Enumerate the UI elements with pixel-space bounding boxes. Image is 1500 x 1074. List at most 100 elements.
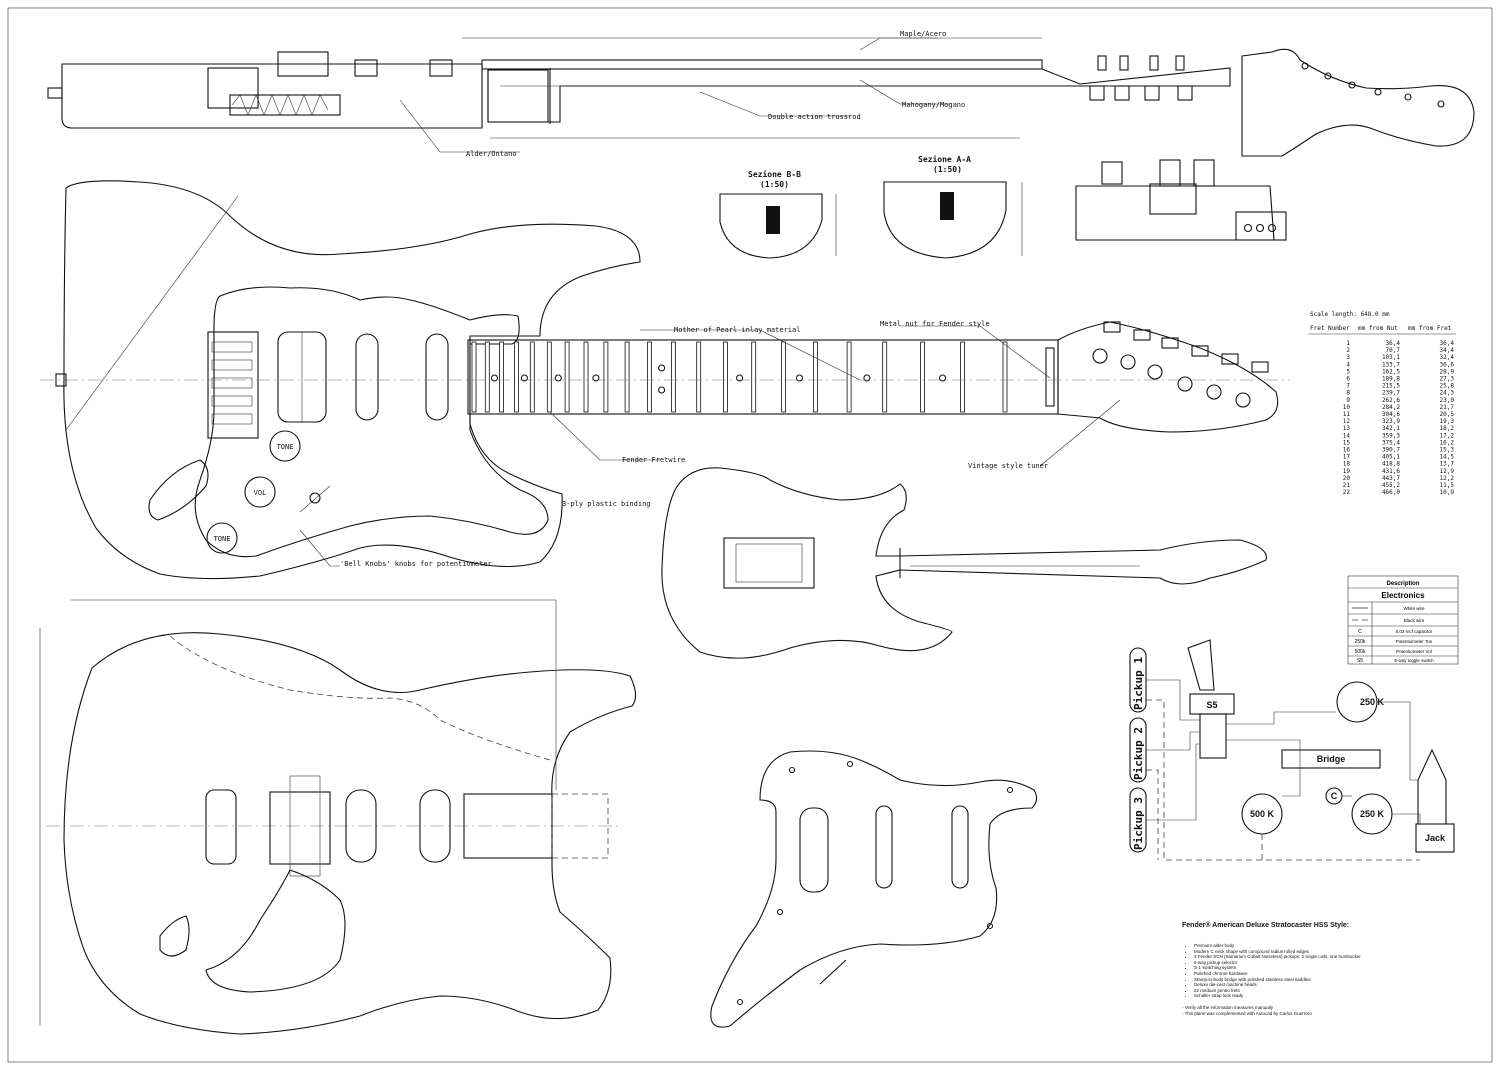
tone-knob-1 <box>269 430 301 462</box>
fret-table-cell: 189,8 <box>1382 376 1400 383</box>
fret-table-cell: 36,4 <box>1386 340 1401 347</box>
fret-table-cell: 11 <box>1343 411 1351 418</box>
fret-table-cell: 70,7 <box>1386 347 1401 354</box>
jack-label: Jack <box>1425 833 1446 843</box>
spec-item: Schaller strap lock ready <box>1194 993 1482 999</box>
section-bb-scale: (1:50) <box>760 180 789 189</box>
fret-table-header-nut: mm from Nut <box>1358 325 1398 332</box>
legend-title: Electronics <box>1381 591 1425 600</box>
fret-table-cell: 19,3 <box>1440 418 1455 425</box>
fret-wire <box>546 341 552 413</box>
fret-wire <box>499 341 505 413</box>
front-headstock <box>1057 321 1279 433</box>
fret-table-cell: 20 <box>1343 475 1351 482</box>
fret-table-cell: 7 <box>1346 383 1350 390</box>
label-fretwire: Fender Fretwire <box>622 456 685 464</box>
fret-table-cell: 342,1 <box>1382 425 1400 432</box>
selector-switch-tip <box>309 492 321 504</box>
fret-table-cell: 3 <box>1346 354 1350 361</box>
label-alder: Alder/Ontano <box>466 150 517 158</box>
inlay-dot <box>490 374 499 382</box>
knob-label-tone2: TONE <box>214 535 231 543</box>
fret-table-cell: 431,6 <box>1382 468 1400 475</box>
bridge-label: Bridge <box>1317 754 1346 764</box>
spec-item: Premium alder body <box>1194 943 1482 949</box>
label-pearl: Mother of Pearl inlay material <box>674 326 800 334</box>
fret-table-cell: 12 <box>1343 418 1351 425</box>
fret-table-cell: 23,0 <box>1440 397 1455 404</box>
legend-row-3: Potentiometer Ton <box>1396 639 1433 644</box>
leader-lines-top <box>399 37 950 153</box>
legend-row-2: 0,02 mcf capacitor <box>1396 629 1433 634</box>
legend-row-1: Black wire <box>1404 618 1425 623</box>
fret-table-cell: 12,9 <box>1440 468 1455 475</box>
fret-table-cell: 14 <box>1343 432 1351 439</box>
section-bb-profile <box>719 193 823 259</box>
fret-table-cell: 15,3 <box>1440 447 1455 454</box>
fret-wire <box>813 341 818 413</box>
legend-symbol-3: 250k <box>1355 639 1366 645</box>
leader-lines-front <box>299 325 1121 567</box>
fret-wire <box>583 341 589 413</box>
label-bell-knobs: 'Bell Knobs' knobs for potentiometer <box>340 560 492 568</box>
fret-table-cell: 8 <box>1346 390 1350 397</box>
fret-table-cell: 466,0 <box>1382 489 1400 496</box>
label-mahogany: Mahogany/Mogano <box>902 101 965 109</box>
legend-symbol-5: S5 <box>1357 658 1363 664</box>
fret-wire <box>624 341 630 413</box>
pot-tone-2-label: 250 K <box>1360 809 1385 819</box>
pickup-2-label: Pickup 2 <box>1132 727 1145 780</box>
inlay-dot <box>592 374 600 382</box>
inlay-dot <box>520 374 528 382</box>
legend-row-5: 5-way toggle switch <box>1394 658 1434 663</box>
fret-wire <box>647 341 652 413</box>
legend-row-0: White wire <box>1403 606 1425 611</box>
fret-table-cell: 28,9 <box>1440 368 1455 375</box>
back-body-view <box>661 467 1268 659</box>
fret-table-header-fret: Fret Number <box>1310 325 1350 332</box>
fret-table-cell: 15 <box>1343 439 1351 446</box>
fret-wire <box>960 341 965 413</box>
spec-note: - This plane was complemented with Autoc… <box>1182 1010 1312 1016</box>
fret-wire <box>846 341 852 413</box>
metal-nut <box>1045 347 1055 407</box>
fret-table-cell: 304,6 <box>1382 411 1400 418</box>
switch-lever <box>1187 639 1215 691</box>
fret-table-cell: 215,5 <box>1382 383 1400 390</box>
fret-table-cell: 16,2 <box>1440 439 1455 446</box>
fret-table-cell: 455,2 <box>1382 482 1400 489</box>
section-bb-trussrod <box>766 206 780 234</box>
tone-knob-2 <box>206 522 238 554</box>
fret-table-cell: 4 <box>1346 361 1350 368</box>
pickguard <box>194 286 549 558</box>
fret-table-cell: 418,8 <box>1382 461 1400 468</box>
inlay-dot <box>795 374 804 382</box>
capacitor-label: C <box>1331 791 1338 801</box>
section-aa-scale: (1:50) <box>933 165 962 174</box>
label-metal-nut: Metal nut for Fender style <box>880 320 990 328</box>
spec-item: Modern C neck shape with compound radius… <box>1194 949 1482 955</box>
fret-table-cell: 18,2 <box>1440 425 1455 432</box>
fret-wire <box>484 341 490 413</box>
section-bb-title: Sezione B-B <box>748 169 801 179</box>
fret-table-cell: 17,2 <box>1440 432 1455 439</box>
neck-single-coil <box>425 333 449 421</box>
fret-wire <box>471 341 477 413</box>
scale-length: Scale length: 648.0 mm <box>1310 311 1390 318</box>
fret-table-cell: 11,5 <box>1440 482 1455 489</box>
fret-table-cell: 323,9 <box>1382 418 1400 425</box>
fret-table-cell: 2 <box>1346 347 1350 354</box>
pickup-1-label: Pickup 1 <box>1132 657 1145 710</box>
fret-table-cell: 25,8 <box>1440 383 1455 390</box>
fret-wire <box>603 341 609 413</box>
section-aa-trussrod <box>940 192 954 220</box>
label-trussrod: Double action trussrod <box>768 113 861 121</box>
fret-table-cell: 30,6 <box>1440 361 1455 368</box>
fret-table-cell: 359,3 <box>1382 432 1400 439</box>
fret-table-cell: 6 <box>1346 376 1350 383</box>
fret-wire <box>920 341 925 413</box>
fret-table-cell: 375,4 <box>1382 439 1400 446</box>
fret-table-cell: 19 <box>1343 468 1351 475</box>
section-aa-title: Sezione A-A <box>918 154 971 164</box>
